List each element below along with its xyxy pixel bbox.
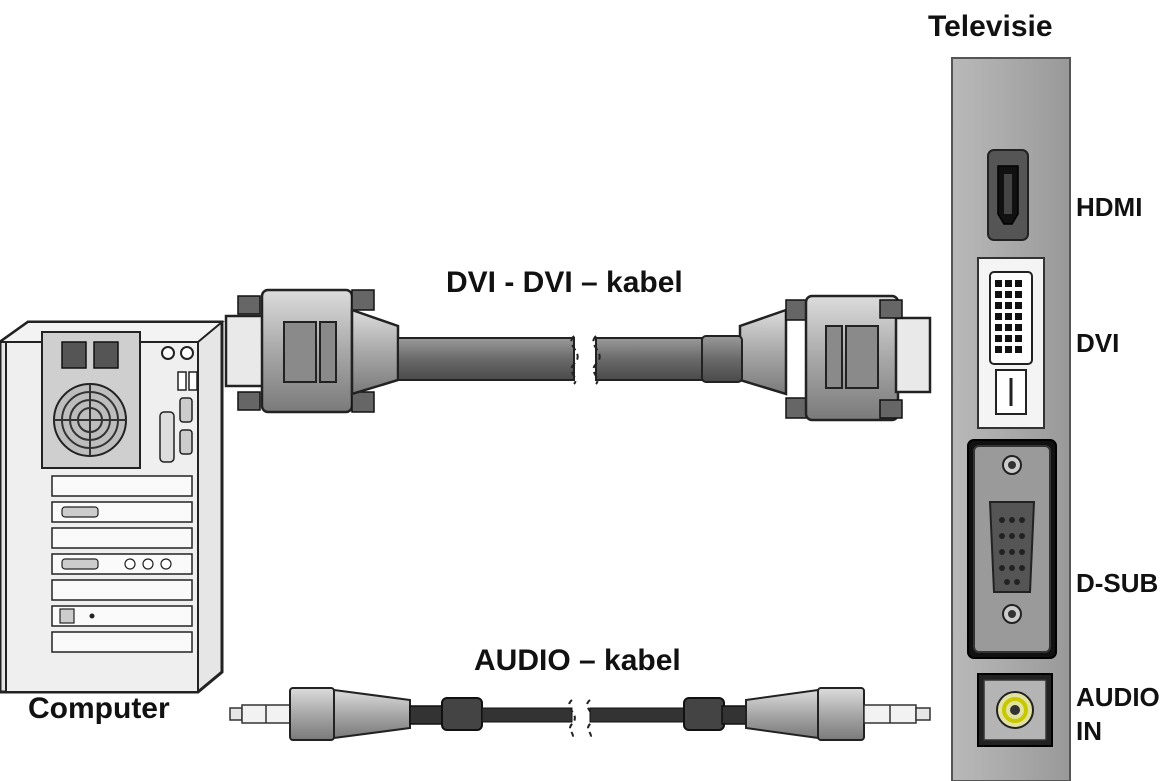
dvi-connector-left [224,288,400,414]
dvi-port [977,257,1045,429]
audio-cable-label: AUDIO – kabel [474,644,681,677]
dsub-label: D-SUB [1076,568,1159,598]
audio-cable [229,687,931,741]
computer-tower [0,320,225,694]
audio-in-label-line2: IN [1076,716,1102,746]
computer-label: Computer [28,692,170,725]
audio-in-port [977,673,1053,747]
power-supply [41,331,141,469]
dsub-port [967,439,1057,659]
tv-title: Televisie [928,10,1053,43]
audio-in-label-line1: AUDIO [1076,682,1160,712]
dvi-label: DVI [1076,328,1120,358]
rear-io-panel [159,346,198,463]
audio-plug-left [229,687,411,741]
dvi-cable-label: DVI - DVI – kabel [446,266,683,299]
audio-plug-right [745,687,931,741]
hdmi-port [987,149,1029,241]
hdmi-label: HDMI [1076,192,1143,222]
dvi-connector-right [701,294,932,422]
tv-rear-panel [951,57,1071,781]
expansion-slots [51,475,193,653]
dvi-cable [224,288,932,422]
